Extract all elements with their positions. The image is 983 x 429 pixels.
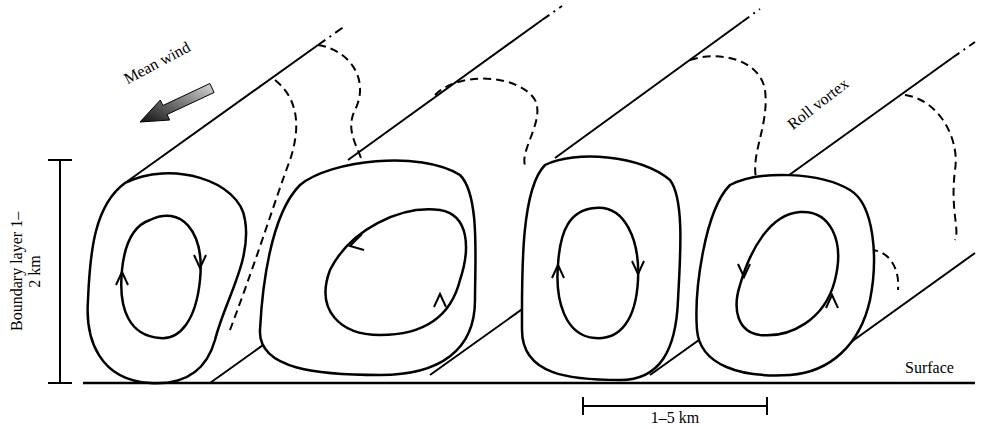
surface-label: Surface [905, 359, 954, 377]
wind-label: Mean wind [121, 38, 194, 88]
boundary-layer-label: Boundary layer 1–2 km [8, 211, 45, 331]
axis-continuation [318, 6, 975, 58]
boundary-layer-bracket [48, 160, 72, 383]
circulation-arrowhead [116, 234, 838, 308]
roll-vortex-label: Roll vortex [784, 74, 852, 133]
vortex-circulation [121, 208, 838, 338]
vortex-outline [88, 157, 874, 384]
roll-axis-lines [125, 20, 975, 383]
mean-wind-arrow [140, 84, 214, 123]
surface-line [83, 382, 975, 385]
scale-label: 1–5 km [651, 409, 699, 427]
